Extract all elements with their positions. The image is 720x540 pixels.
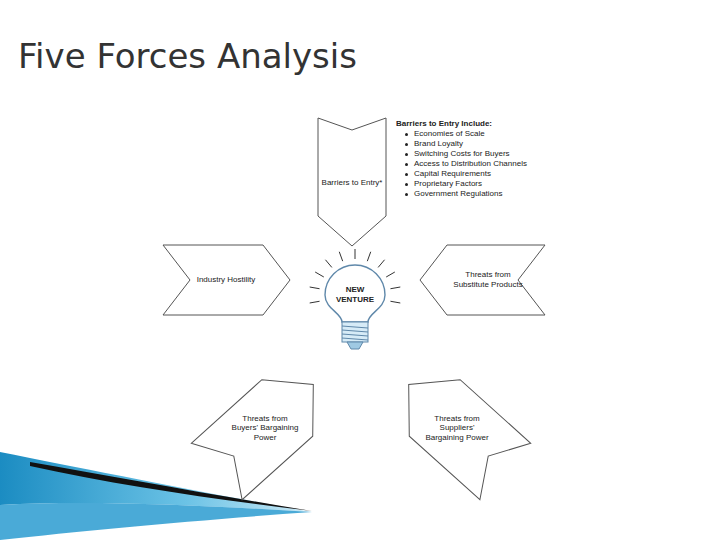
- force-arrow: Threats from Buyers' Bargaining Power: [190, 353, 340, 503]
- force-arrow: Barriers to Entry*: [318, 118, 386, 246]
- slide-title: Five Forces Analysis: [18, 36, 357, 76]
- list-item: Proprietary Factors: [396, 179, 576, 189]
- text-area: Threats from Buyers' Bargaining Power: [231, 408, 299, 448]
- force-arrow: Threats from Suppliers' Bargaining Power: [382, 353, 532, 503]
- text-area: NEW VENTURE: [333, 280, 377, 310]
- force-label: Threats from Buyers' Bargaining Power: [231, 414, 299, 443]
- text-area: Industry Hostility: [191, 253, 261, 307]
- bulb-label: NEW VENTURE: [333, 285, 377, 304]
- force-label: Threats from Substitute Products: [448, 270, 528, 289]
- force-label: Threats from Suppliers' Bargaining Power: [423, 414, 491, 443]
- list-item: Capital Requirements: [396, 169, 576, 179]
- barrier-list: Barriers to Entry Include:Economies of S…: [396, 119, 576, 199]
- text-area: Threats from Suppliers' Bargaining Power: [423, 408, 491, 448]
- force-arrow: Industry Hostility: [163, 245, 290, 315]
- force-arrow: Threats from Substitute Products: [420, 245, 545, 315]
- force-label: Barriers to Entry*: [322, 178, 383, 188]
- text-area: Barriers to Entry*: [321, 156, 383, 210]
- force-label: Industry Hostility: [197, 275, 256, 285]
- list-item: Access to Distribution Channels: [396, 159, 576, 169]
- list-item: Government Regulations: [396, 189, 576, 199]
- lightbulb-outline: [305, 250, 405, 390]
- list-item: Economies of Scale: [396, 129, 576, 139]
- list-item: Switching Costs for Buyers: [396, 149, 576, 159]
- list-heading: Barriers to Entry Include:: [396, 119, 576, 129]
- list-item: Brand Loyalty: [396, 139, 576, 149]
- lightbulb: NEW VENTURE: [305, 250, 405, 390]
- text-area: Threats from Substitute Products: [448, 253, 528, 307]
